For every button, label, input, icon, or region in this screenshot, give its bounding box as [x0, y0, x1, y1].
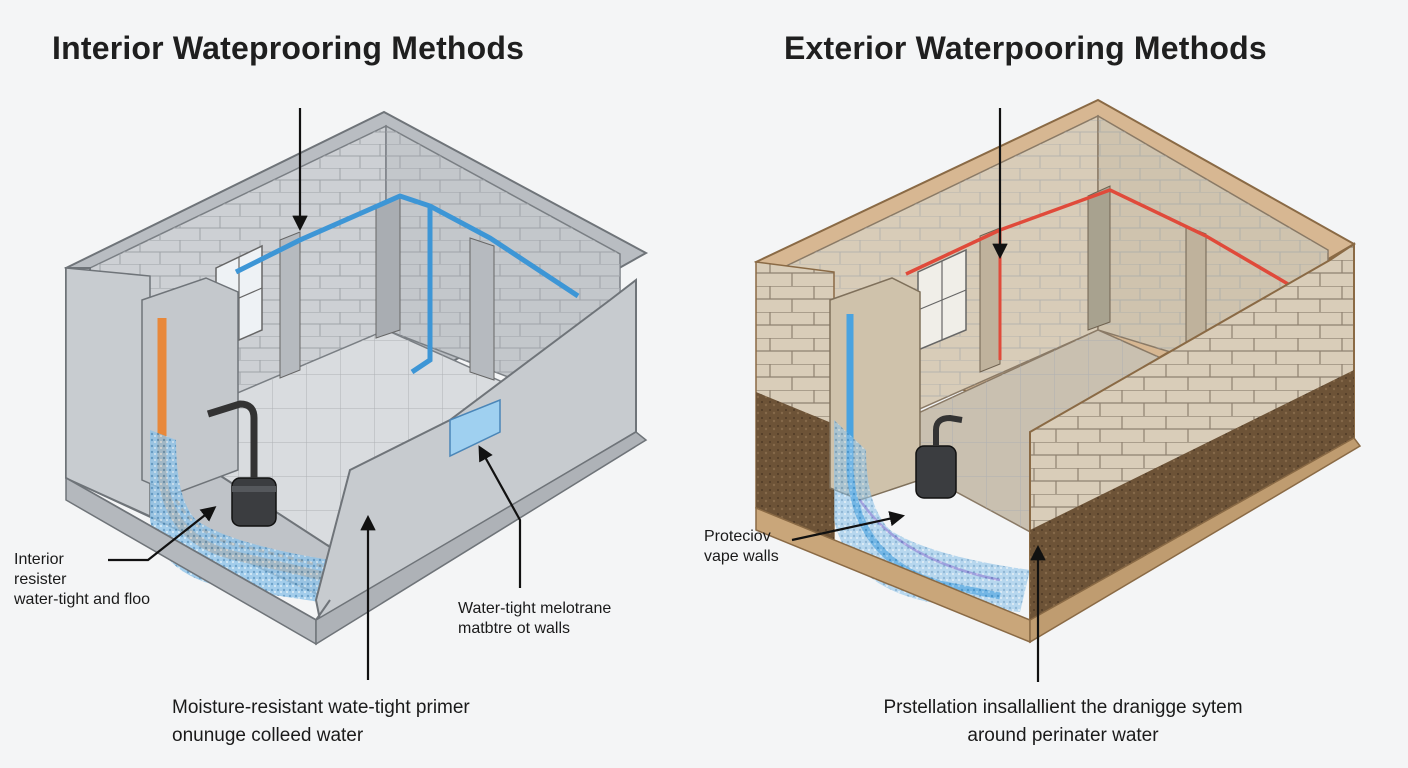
- caption-line: around perinater water: [967, 725, 1159, 746]
- label-line: resister: [14, 571, 67, 588]
- caption-line: Moisture-resistant wate-tight primer: [172, 697, 470, 718]
- caption-line: Prstellation insallallient the dranigge …: [883, 697, 1243, 718]
- label-line: matbtre ot walls: [458, 620, 571, 637]
- caption-line: onunuge colleed water: [172, 725, 364, 746]
- exterior-title: Exterior Waterpooring Methods: [784, 30, 1267, 66]
- label-line: vape walls: [704, 548, 779, 565]
- exterior-callout-arrows: [791, 108, 1046, 682]
- sump-pump-icon: [206, 400, 277, 527]
- sump-pump-icon: [915, 414, 963, 499]
- label-line: Interior: [14, 551, 64, 568]
- interior-right-label: Water-tight melotrane matbtre ot walls: [458, 599, 611, 639]
- interior-title: Interior Wateprooring Methods: [52, 30, 525, 66]
- window-icon: [917, 248, 967, 352]
- interior-bottom-caption: Moisture-resistant wate-tight primer onu…: [172, 694, 470, 750]
- exterior-left-label: Proteciov vape walls: [704, 527, 779, 567]
- exterior-basement: [753, 98, 1362, 644]
- label-line: Proteciov: [704, 528, 771, 545]
- interior-callout-arrows: [108, 108, 522, 680]
- label-line: Water-tight melotrane: [458, 600, 612, 617]
- interior-left-label: Interior resister water-tight and floo: [14, 550, 150, 610]
- exterior-bottom-caption: Prstellation insallallient the dranigge …: [838, 694, 1288, 750]
- interior-basement: [63, 110, 649, 646]
- label-line: water-tight and floo: [14, 591, 151, 608]
